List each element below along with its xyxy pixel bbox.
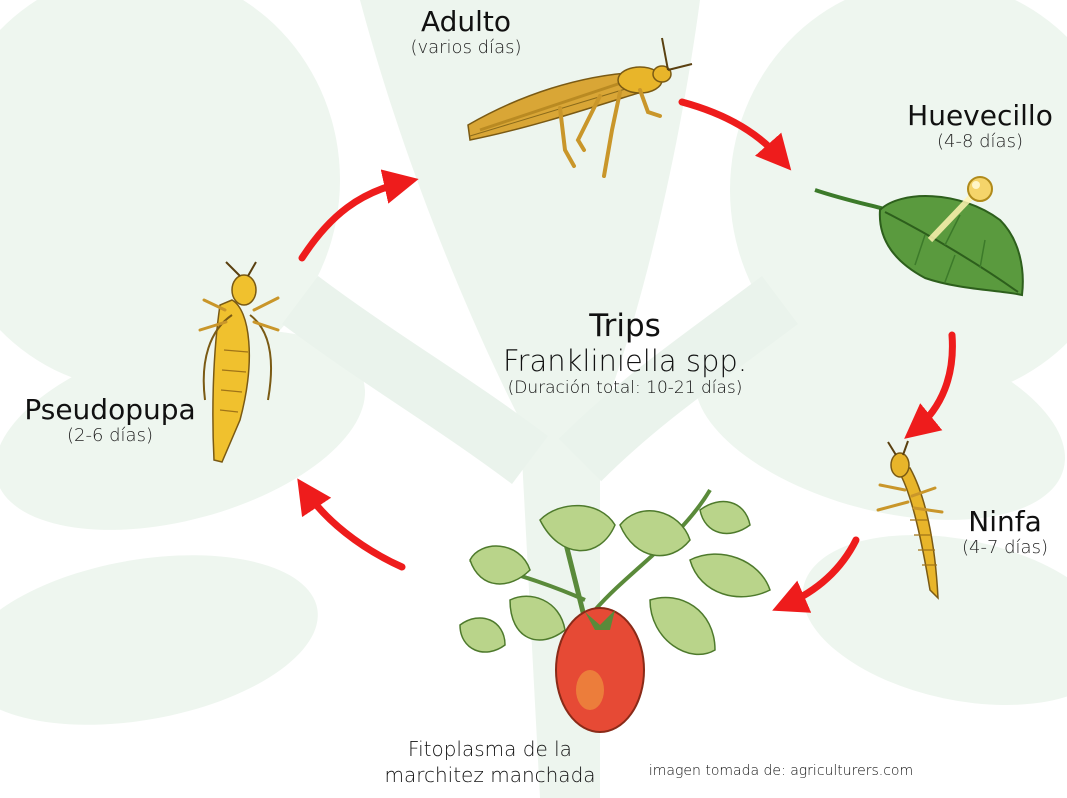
arrow-plant-to-pupa [305, 490, 402, 567]
disease-label: Fitoplasma de la marchitez manchada [380, 736, 600, 788]
stage-egg-label: Huevecillo (4-8 días) [896, 100, 1064, 152]
stage-nymph-name: Ninfa [946, 506, 1064, 538]
thrips-egg-on-leaf-icon [815, 177, 1023, 295]
wilted-tomato-plant-icon [460, 490, 770, 732]
arrow-nymph-to-plant [785, 540, 856, 605]
image-credit: imagen tomada de: agriculturers.com [636, 762, 926, 780]
stage-nymph-duration: (4-7 días) [946, 538, 1064, 558]
disease-line-2: marchitez manchada [380, 762, 600, 788]
title-common-name: Trips [470, 308, 780, 344]
arrow-pupa-to-adult [302, 182, 405, 258]
stage-pupa-label: Pseudopupa (2-6 días) [6, 394, 214, 446]
stage-adult-duration: (varios días) [386, 38, 546, 58]
diagram-title-block: Trips Frankliniella spp. (Duración total… [470, 308, 780, 398]
arrow-adult-to-egg [682, 102, 782, 160]
stage-pupa-name: Pseudopupa [6, 394, 214, 426]
stage-pupa-duration: (2-6 días) [6, 426, 214, 446]
title-total-duration: (Duración total: 10-21 días) [470, 378, 780, 398]
stage-adult-name: Adulto [386, 6, 546, 38]
disease-line-1: Fitoplasma de la [380, 736, 600, 762]
thrips-adult-icon [468, 38, 692, 176]
stage-adult-label: Adulto (varios días) [386, 6, 546, 58]
title-scientific-name: Frankliniella spp. [470, 344, 780, 378]
arrow-egg-to-nymph [915, 335, 952, 430]
thrips-nymph-icon [878, 441, 942, 598]
stage-egg-name: Huevecillo [896, 100, 1064, 132]
stage-egg-duration: (4-8 días) [896, 132, 1064, 152]
stage-nymph-label: Ninfa (4-7 días) [946, 506, 1064, 558]
